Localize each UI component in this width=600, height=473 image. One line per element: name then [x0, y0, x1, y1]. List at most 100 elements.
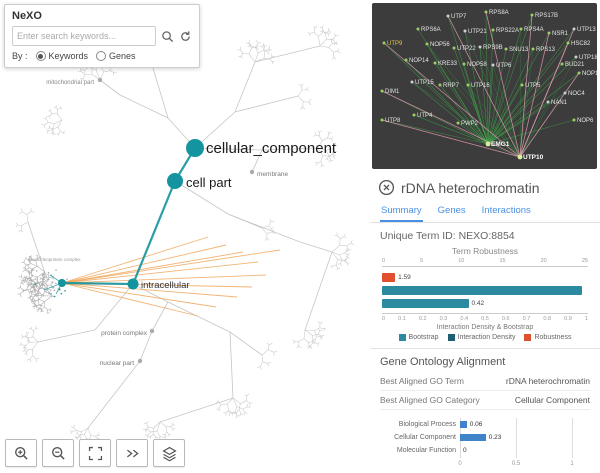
network-node[interactable]: [577, 71, 581, 75]
network-node[interactable]: [380, 89, 384, 93]
network-node-label[interactable]: NOP6: [577, 118, 594, 124]
network-node-label[interactable]: NOP58: [467, 62, 487, 68]
radio-genes-control[interactable]: [96, 51, 107, 61]
search-input[interactable]: [12, 26, 156, 46]
network-node-label[interactable]: RPS17B: [535, 13, 558, 19]
network-node-label[interactable]: NOP1: [582, 71, 597, 77]
network-node[interactable]: [425, 42, 429, 46]
radio-genes[interactable]: Genes: [96, 51, 136, 61]
network-node[interactable]: [519, 27, 523, 31]
network-node[interactable]: [546, 100, 550, 104]
network-node-label[interactable]: UTP21: [468, 29, 487, 35]
network-node[interactable]: [484, 10, 488, 14]
network-node-label[interactable]: RPS9B: [483, 45, 503, 51]
tree-node-label[interactable]: membrane: [257, 171, 288, 178]
network-node[interactable]: [563, 91, 567, 95]
expand-button[interactable]: [116, 439, 148, 467]
network-node[interactable]: [478, 45, 482, 49]
fit-screen-button[interactable]: [79, 439, 111, 467]
network-node-label[interactable]: RPS6A: [421, 27, 441, 33]
network-node[interactable]: [433, 61, 437, 65]
network-node[interactable]: [404, 58, 408, 62]
network-node[interactable]: [382, 41, 386, 45]
network-node-label[interactable]: SNU13: [509, 47, 529, 53]
network-node-label[interactable]: PWP2: [461, 121, 479, 127]
network-node-label[interactable]: BUD21: [565, 62, 585, 68]
tree-node-label[interactable]: intracellular: [141, 280, 190, 291]
network-node[interactable]: [530, 13, 534, 17]
network-node-label[interactable]: UTP15: [415, 80, 434, 86]
network-node[interactable]: [485, 141, 491, 147]
network-node[interactable]: [446, 14, 450, 18]
reset-icon[interactable]: [178, 29, 192, 43]
network-node[interactable]: [456, 121, 460, 125]
search-icon[interactable]: [160, 29, 174, 43]
network-node[interactable]: [380, 118, 384, 122]
network-node[interactable]: [574, 55, 578, 59]
network-node-label[interactable]: NOP56: [430, 42, 450, 48]
network-node[interactable]: [410, 80, 414, 84]
network-node[interactable]: [463, 29, 467, 33]
tab-genes[interactable]: Genes: [437, 205, 466, 216]
network-node[interactable]: [572, 27, 576, 31]
network-node-label[interactable]: UTP7: [451, 14, 467, 20]
network-node[interactable]: [572, 118, 576, 122]
tree-node-label[interactable]: nuclear part: [100, 360, 135, 367]
subnetwork-canvas[interactable]: UTP7 RPS8A RPS17B RPS6A UTP21 RPS22A RPS4A NSR1…: [372, 3, 597, 169]
tree-node-label[interactable]: cellular_component: [206, 140, 337, 157]
network-node-label[interactable]: NOP14: [409, 58, 429, 64]
network-node-label[interactable]: NAN1: [551, 100, 568, 106]
tree-node-label[interactable]: cell part: [186, 175, 232, 190]
network-node-label[interactable]: UTP18: [579, 55, 597, 61]
radio-keywords-control[interactable]: [35, 51, 46, 61]
network-node-label[interactable]: UTP13: [577, 27, 596, 33]
network-node-label[interactable]: KRE33: [438, 61, 458, 67]
network-node-label[interactable]: UTP8: [385, 118, 401, 124]
zoom-out-button[interactable]: [42, 439, 74, 467]
network-node-label[interactable]: RPS8A: [489, 10, 509, 16]
tree-term-node[interactable]: [167, 173, 183, 189]
network-node-label[interactable]: EMG1: [491, 141, 510, 148]
network-node-label[interactable]: UTP22: [457, 46, 476, 52]
network-node[interactable]: [466, 83, 470, 87]
network-node[interactable]: [520, 83, 524, 87]
subnetwork-panel[interactable]: UTP7 RPS8A RPS17B RPS6A UTP21 RPS22A RPS4A NSR1…: [372, 3, 597, 169]
network-node[interactable]: [438, 83, 442, 87]
network-node[interactable]: [531, 47, 535, 51]
network-node[interactable]: [452, 46, 456, 50]
network-node-label[interactable]: UTP6: [496, 63, 512, 69]
zoom-in-button[interactable]: [5, 439, 37, 467]
network-node-label[interactable]: RPS4A: [524, 27, 544, 33]
network-node-label[interactable]: RRP7: [443, 83, 460, 89]
network-node-label[interactable]: RPS13: [536, 47, 556, 53]
network-node-label[interactable]: UTP4: [417, 113, 433, 119]
network-node[interactable]: [566, 41, 570, 45]
network-node-label[interactable]: HSC82: [571, 41, 591, 47]
network-node-label[interactable]: UTP10: [523, 154, 544, 161]
tree-node-label[interactable]: ribonucleoprotein complex: [28, 257, 81, 262]
tab-summary[interactable]: Summary: [380, 202, 423, 222]
network-node-label[interactable]: UTP16: [471, 83, 490, 89]
network-node[interactable]: [560, 62, 564, 66]
layers-button[interactable]: [153, 439, 185, 467]
network-node-label[interactable]: NSR1: [552, 31, 569, 37]
tab-interactions[interactable]: Interactions: [481, 205, 531, 216]
network-node[interactable]: [416, 27, 420, 31]
network-node-label[interactable]: NOC4: [568, 91, 585, 97]
tree-node-label[interactable]: protein complex: [101, 330, 148, 337]
network-node-label[interactable]: DIM1: [385, 89, 400, 95]
network-node[interactable]: [491, 63, 495, 67]
network-node[interactable]: [462, 62, 466, 66]
tree-term-node[interactable]: [58, 279, 66, 287]
network-node-label[interactable]: UTP9: [387, 41, 403, 47]
radio-keywords[interactable]: Keywords: [35, 51, 88, 61]
network-node[interactable]: [504, 47, 508, 51]
tree-term-node[interactable]: [127, 278, 139, 290]
network-node-label[interactable]: UTP5: [525, 83, 541, 89]
network-node-label[interactable]: RPS22A: [496, 28, 519, 34]
network-node[interactable]: [547, 31, 551, 35]
close-icon[interactable]: [378, 179, 395, 196]
tree-term-node[interactable]: [186, 139, 204, 157]
network-node[interactable]: [491, 28, 495, 32]
